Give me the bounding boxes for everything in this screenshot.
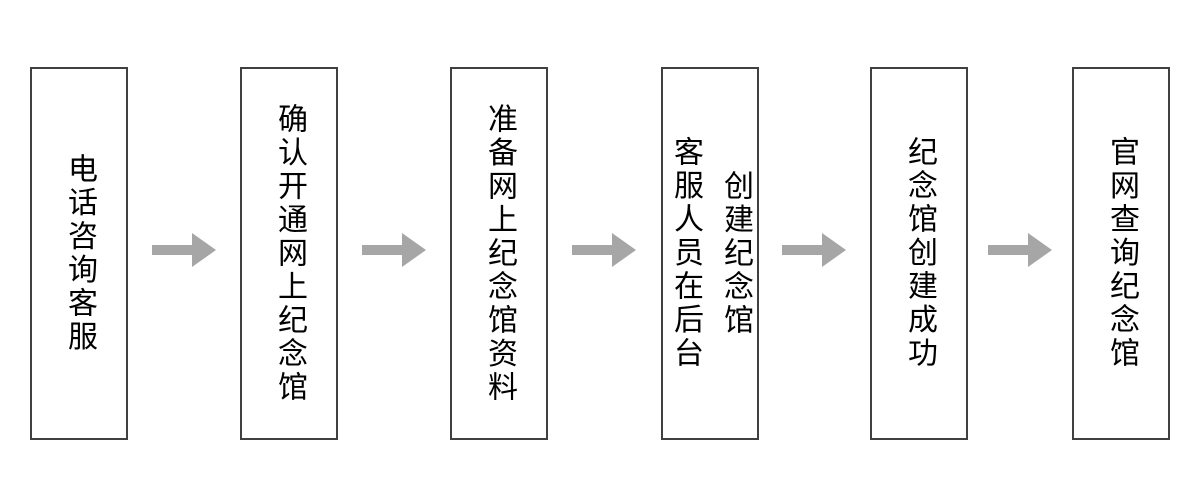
step-box-website-query: 官网查询纪念馆 bbox=[1072, 67, 1170, 440]
arrow-right-icon bbox=[572, 233, 636, 267]
arrow-right-icon bbox=[782, 233, 846, 267]
step-box-confirm-open: 确认开通网上纪念馆 bbox=[240, 67, 338, 440]
step-box-phone-consult: 电话咨询客服 bbox=[30, 67, 128, 440]
arrow-right-icon bbox=[988, 233, 1052, 267]
step-box-backend-create: 客服人员在后台 创建纪念馆 bbox=[661, 67, 759, 440]
arrow-right-icon bbox=[362, 233, 426, 267]
step-label: 客服人员在后台 创建纪念馆 bbox=[669, 136, 752, 371]
step-label: 纪念馆创建成功 bbox=[903, 136, 936, 371]
arrow-right-icon bbox=[152, 233, 216, 267]
step-box-prepare-materials: 准备网上纪念馆资料 bbox=[450, 67, 548, 440]
step-box-create-success: 纪念馆创建成功 bbox=[870, 67, 968, 440]
step-label: 电话咨询客服 bbox=[63, 153, 96, 354]
step-label: 官网查询纪念馆 bbox=[1105, 136, 1138, 371]
step-label: 准备网上纪念馆资料 bbox=[483, 102, 516, 405]
step-label: 确认开通网上纪念馆 bbox=[273, 102, 306, 405]
